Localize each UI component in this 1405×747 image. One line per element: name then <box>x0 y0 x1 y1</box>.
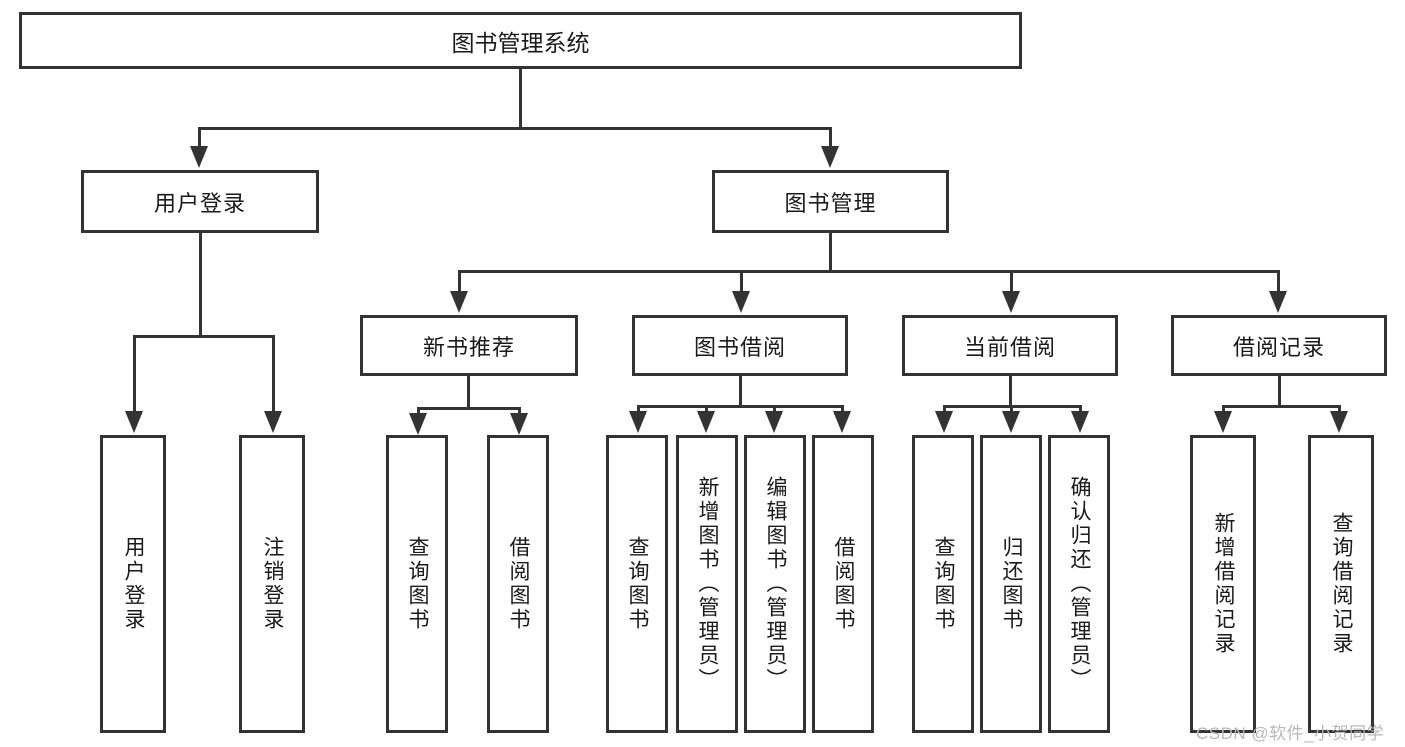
connector-root-stem <box>519 69 522 129</box>
connector-current-stem <box>1009 376 1012 408</box>
node-book-borrow[interactable]: 图书借阅 <box>632 315 848 376</box>
leaf-add-borrow-record[interactable]: 新增借阅记录 <box>1190 435 1256 733</box>
connector-record-drop-1 <box>1222 405 1225 413</box>
connector-root-drop-left <box>198 127 201 148</box>
arrow-to-leaf-query-book-1 <box>409 413 427 435</box>
node-label: 查询图书 <box>932 536 956 632</box>
node-borrow-record[interactable]: 借阅记录 <box>1171 315 1387 376</box>
node-label: 新书推荐 <box>422 334 515 360</box>
node-book-management[interactable]: 图书管理 <box>712 170 949 233</box>
node-label: 图书管理系统 <box>451 29 590 56</box>
node-label: 归还图书 <box>1000 536 1024 632</box>
node-label: 注销登录 <box>261 536 285 632</box>
connector-bookmgmt-drop-4 <box>1277 270 1280 292</box>
arrow-to-leaf-logout <box>264 411 282 433</box>
arrow-to-leaf-borrow-book-2 <box>833 411 851 433</box>
node-label: 用户登录 <box>153 190 246 216</box>
connector-borrow-drop-3 <box>773 405 776 413</box>
connector-bookmgmt-stem <box>829 233 832 273</box>
leaf-query-book-borrow[interactable]: 查询图书 <box>606 435 668 733</box>
arrow-to-leaf-user-login <box>125 411 143 433</box>
node-label: 新增图书（管理员） <box>696 476 720 692</box>
connector-bookmgmt-bus <box>458 270 1280 273</box>
connector-root-drop-right <box>829 127 832 148</box>
connector-record-stem <box>1278 376 1281 408</box>
leaf-borrow-book-recommend[interactable]: 借阅图书 <box>487 435 549 733</box>
leaf-return-book[interactable]: 归还图书 <box>980 435 1042 733</box>
leaf-user-login[interactable]: 用户登录 <box>100 435 166 733</box>
leaf-add-book-admin[interactable]: 新增图书（管理员） <box>676 435 738 733</box>
connector-recommend-bus <box>417 407 521 410</box>
connector-bookmgmt-drop-3 <box>1010 270 1013 292</box>
connector-bookmgmt-drop-1 <box>458 270 461 292</box>
node-label: 新增借阅记录 <box>1212 512 1236 656</box>
csdn-watermark: CSDN @软件_小贺同学 <box>1196 724 1385 743</box>
node-label: 借阅图书 <box>507 536 531 632</box>
arrow-to-leaf-return-book <box>1002 411 1020 433</box>
arrow-to-current-borrow <box>1002 291 1020 313</box>
node-label: 图书管理 <box>784 190 877 216</box>
node-user-login[interactable]: 用户登录 <box>81 170 319 233</box>
arrow-to-leaf-edit-book <box>765 411 783 433</box>
arrow-to-leaf-confirm-return <box>1071 411 1089 433</box>
arrow-to-user-login <box>190 146 208 168</box>
arrow-to-leaf-query-book-2 <box>629 411 647 433</box>
node-label: 当前借阅 <box>963 334 1056 360</box>
connector-root-bus <box>198 127 832 130</box>
connector-borrow-drop-2 <box>705 405 708 413</box>
connector-recommend-stem <box>467 376 470 410</box>
connector-userlogin-bus <box>133 335 275 338</box>
node-label: 确认归还（管理员） <box>1068 476 1092 692</box>
node-label: 用户登录 <box>122 536 146 632</box>
connector-borrow-drop-4 <box>841 405 844 413</box>
node-label: 查询借阅记录 <box>1330 512 1354 656</box>
node-label: 借阅图书 <box>832 536 856 632</box>
node-label: 借阅记录 <box>1232 334 1325 360</box>
arrow-to-leaf-add-record <box>1214 411 1232 433</box>
leaf-confirm-return-admin[interactable]: 确认归还（管理员） <box>1048 435 1110 733</box>
node-label: 查询图书 <box>626 536 650 632</box>
arrow-to-leaf-add-book <box>697 411 715 433</box>
node-label: 图书借阅 <box>693 334 786 360</box>
leaf-query-book-recommend[interactable]: 查询图书 <box>386 435 448 733</box>
node-label: 查询图书 <box>406 536 430 632</box>
leaf-query-borrow-record[interactable]: 查询借阅记录 <box>1308 435 1374 733</box>
node-label: 编辑图书（管理员） <box>764 476 788 692</box>
arrow-to-book-management <box>821 146 839 168</box>
leaf-edit-book-admin[interactable]: 编辑图书（管理员） <box>744 435 806 733</box>
node-current-borrow[interactable]: 当前借阅 <box>902 315 1118 376</box>
connector-recommend-drop-1 <box>417 407 420 415</box>
arrow-to-new-book-recommend <box>450 291 468 313</box>
leaf-logout[interactable]: 注销登录 <box>239 435 305 733</box>
arrow-to-book-borrow <box>732 291 750 313</box>
connector-borrow-stem <box>739 376 742 408</box>
leaf-borrow-book[interactable]: 借阅图书 <box>812 435 874 733</box>
connector-borrow-bus <box>637 405 844 408</box>
connector-borrow-drop-1 <box>637 405 640 413</box>
connector-record-drop-2 <box>1338 405 1341 413</box>
arrow-to-leaf-query-book-3 <box>935 411 953 433</box>
connector-record-bus <box>1222 405 1341 408</box>
node-root-system[interactable]: 图书管理系统 <box>19 12 1022 69</box>
connector-recommend-drop-2 <box>518 407 521 415</box>
connector-userlogin-stem <box>199 233 202 337</box>
leaf-query-book-current[interactable]: 查询图书 <box>912 435 974 733</box>
arrow-to-leaf-query-record <box>1330 411 1348 433</box>
connector-current-drop-2 <box>1010 405 1013 413</box>
arrow-to-leaf-borrow-book-1 <box>510 413 528 435</box>
node-new-book-recommend[interactable]: 新书推荐 <box>360 315 578 376</box>
arrow-to-borrow-record <box>1269 291 1287 313</box>
connector-userlogin-drop-2 <box>272 335 275 413</box>
connector-userlogin-drop-1 <box>133 335 136 413</box>
connector-current-drop-1 <box>943 405 946 413</box>
connector-current-drop-3 <box>1079 405 1082 413</box>
connector-bookmgmt-drop-2 <box>740 270 743 292</box>
